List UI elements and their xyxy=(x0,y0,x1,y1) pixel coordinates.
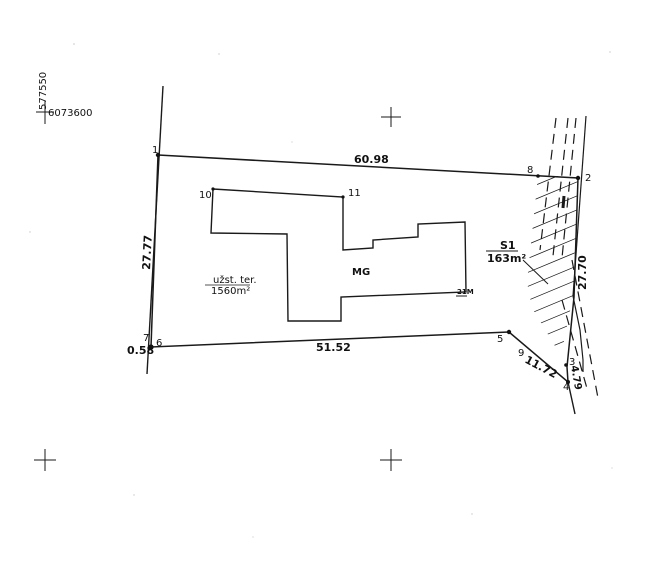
road-line-lower xyxy=(572,295,584,372)
point-label-5: 5 xyxy=(497,334,503,345)
point-markers xyxy=(148,152,581,384)
point-label-6: 6 xyxy=(156,338,162,349)
strip-small-mark xyxy=(561,195,566,209)
point-label-10: 10 xyxy=(199,190,212,201)
coordinate-reference: 577550 6073600 xyxy=(36,72,93,124)
parcel-boundary-tail xyxy=(567,381,576,415)
crosshair-bottom-left xyxy=(34,449,56,471)
scan-specks xyxy=(29,43,613,538)
distance-2-3: 27.70 xyxy=(576,255,589,290)
strip-leader-line xyxy=(522,259,549,285)
distance-1-6: 27.77 xyxy=(140,235,155,270)
distance-6-5: 51.52 xyxy=(316,341,351,354)
strip-hatching xyxy=(527,176,578,356)
parcel-boundary xyxy=(150,154,579,384)
strip-label: S1 xyxy=(500,239,516,252)
point-label-8: 8 xyxy=(527,165,533,176)
point-label-2: 2 xyxy=(585,173,591,184)
parcel-area: 1560m² xyxy=(211,286,250,297)
crosshair-bottom-center xyxy=(380,449,402,471)
road-line-right xyxy=(572,115,587,297)
strip-area: 163m² xyxy=(487,252,526,265)
point-label-11: 11 xyxy=(348,188,361,199)
distance-6-7: 0.58 xyxy=(127,344,154,357)
distance-3-4: 4.79 xyxy=(568,365,583,391)
point-label-4: 4 xyxy=(563,382,569,393)
crosshair-top xyxy=(381,107,401,127)
northing-label: 6073600 xyxy=(48,108,93,119)
building-outline xyxy=(210,188,467,322)
point-label-1: 1 xyxy=(152,145,158,156)
distance-1-2: 60.98 xyxy=(354,153,389,166)
building-marker: 21M xyxy=(457,288,474,296)
point-label-7: 7 xyxy=(143,333,149,344)
road-dashed-lines xyxy=(539,117,599,399)
building-label: MG xyxy=(352,267,370,278)
point-label-9: 9 xyxy=(518,348,524,359)
parcel-label: užst. ter. xyxy=(213,274,257,286)
distance-5-4: 11.72 xyxy=(523,353,560,381)
point-label-3: 3 xyxy=(569,357,575,368)
easting-label: 577550 xyxy=(38,72,49,110)
